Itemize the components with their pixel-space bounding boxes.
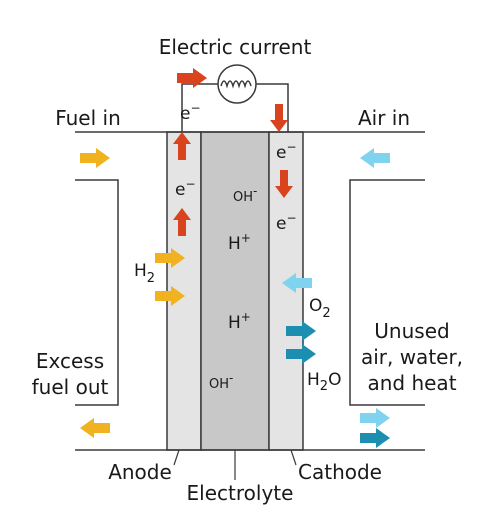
excess-fuel-label-2: fuel out [32, 375, 109, 399]
hydroxide-label-upper: OH- [233, 184, 257, 205]
anode-label: Anode [108, 460, 172, 484]
anode-leader-line [173, 449, 180, 466]
resistor-coil-icon [217, 64, 257, 104]
fuel-in-arrow [80, 148, 110, 168]
hydrogen-label: H2 [134, 261, 155, 286]
electrolyte-layer [200, 131, 270, 451]
external-circuit-wire-right [256, 83, 289, 132]
fuel-in-label: Fuel in [55, 106, 121, 130]
unused-label-3: and heat [367, 371, 456, 395]
unused-label-1: Unused [374, 319, 449, 343]
electron-label-cathode-top: e− [276, 140, 297, 163]
water-label: H2O [307, 370, 341, 394]
unused-label-2: air, water, [361, 345, 463, 369]
air-in-arrow [360, 148, 390, 168]
electron-label-anode: e− [175, 177, 196, 200]
electric-current-label: Electric current [159, 35, 312, 59]
external-circuit-wire [181, 83, 218, 132]
electron-label-cathode-mid: e− [276, 211, 297, 234]
cathode-electron-arrow-top [270, 104, 288, 132]
excess-fuel-label-1: Excess [36, 349, 104, 373]
air-channel-wall [349, 179, 425, 406]
unused-air-arrow [360, 408, 390, 428]
proton-label-lower: H+ [228, 310, 251, 333]
oxygen-label: O2 [309, 296, 331, 321]
cathode-label: Cathode [298, 460, 382, 484]
hydroxide-label-lower: OH- [209, 371, 233, 392]
excess-fuel-out-arrow [80, 418, 110, 438]
proton-label-upper: H+ [228, 231, 251, 254]
electrolyte-label: Electrolyte [187, 481, 294, 505]
cathode-leader-line [290, 449, 297, 466]
heat-water-arrow [360, 428, 390, 448]
air-in-label: Air in [358, 106, 410, 130]
electron-label-circuit: e− [180, 101, 201, 124]
fuel-channel-wall [75, 179, 119, 406]
